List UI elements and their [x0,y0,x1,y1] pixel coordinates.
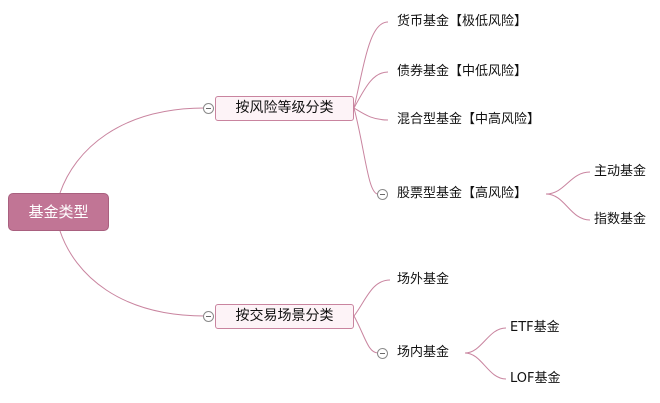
link-risk-1 [353,21,389,109]
collapse-scene-icon[interactable] [203,311,214,322]
node-money-fund[interactable]: 货币基金【极低风险】 [397,14,528,29]
collapse-risk-icon[interactable] [203,103,214,114]
link-risk-3 [353,107,389,121]
link-scene-2 [353,315,379,354]
node-otc-fund[interactable]: 场外基金 [397,272,450,287]
branch-risk-level[interactable]: 按风险等级分类 [215,96,354,121]
node-bond-fund[interactable]: 债券基金【中低风险】 [397,64,528,79]
branch-trading-scene[interactable]: 按交易场景分类 [215,304,354,329]
collapse-stock-icon[interactable] [377,189,388,200]
link-root-scene [59,230,206,317]
root-node[interactable]: 基金类型 [8,193,109,231]
node-lof-fund[interactable]: LOF基金 [510,371,561,386]
link-onsite-1 [464,327,507,354]
link-risk-4 [353,107,379,195]
link-stock-1 [545,171,591,195]
link-root-risk [59,107,206,194]
link-stock-2 [545,193,591,221]
node-etf-fund[interactable]: ETF基金 [510,320,560,335]
link-onsite-2 [464,352,507,380]
node-index-fund[interactable]: 指数基金 [594,212,647,227]
node-active-fund[interactable]: 主动基金 [594,164,647,179]
link-risk-2 [353,71,389,109]
node-stock-fund[interactable]: 股票型基金【高风险】 [397,186,528,201]
collapse-onsite-icon[interactable] [377,348,388,359]
node-onsite-fund[interactable]: 场内基金 [397,345,450,360]
link-scene-1 [353,279,391,317]
node-mixed-fund[interactable]: 混合型基金【中高风险】 [397,112,541,127]
